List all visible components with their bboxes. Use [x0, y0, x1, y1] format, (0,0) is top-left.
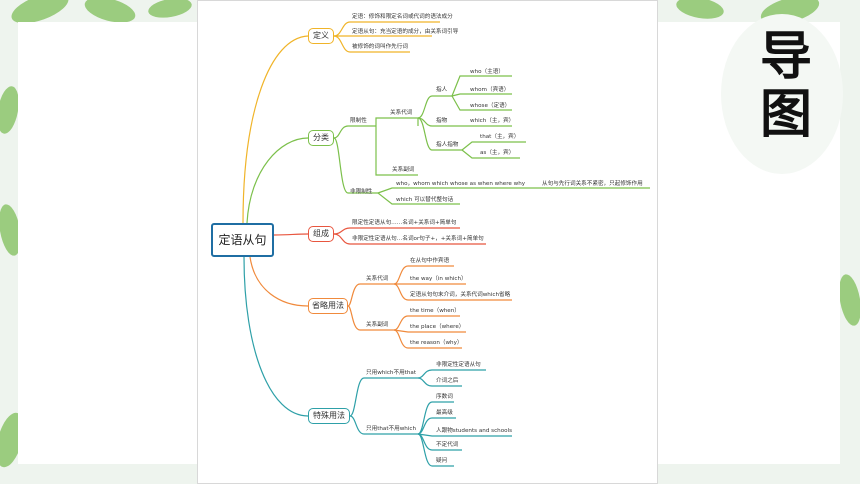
which-only-label: 只用which不用that: [366, 370, 417, 376]
branch-composition: 组成: [308, 226, 334, 242]
who-item: who（主语）: [470, 69, 504, 75]
thing-label: 指物: [436, 118, 448, 124]
leaf-shape: [839, 274, 860, 326]
whose-item: whose（定语）: [470, 103, 511, 109]
omission-adverb-item: the reason（why）: [410, 340, 463, 346]
root-node: 定语从句: [211, 223, 274, 257]
branch-omission: 省略用法: [308, 298, 348, 314]
connector-special: [243, 256, 309, 417]
special-lines: [349, 369, 512, 467]
connector-classification: [246, 137, 309, 224]
omission-pronoun-item: 定语从句句末介词，关系代词which省略: [410, 292, 511, 298]
omission-pronoun-item: 在从句中作宾语: [410, 258, 450, 264]
connector-definition: [242, 35, 309, 224]
restrictive-label: 限制性: [350, 118, 367, 124]
branch-classification: 分类: [308, 130, 334, 146]
connector-composition: [273, 233, 309, 236]
which-only-item: 介词之后: [436, 378, 459, 384]
composition-item: 限定性定语从句……名词+关系词+简单句: [352, 220, 457, 226]
leaf-shape: [148, 0, 192, 18]
nonrestrictive-which: which 可以替代整句话: [396, 197, 454, 203]
rel-adverb-label: 关系副词: [392, 167, 415, 173]
composition-item: 非限定性定语从句…名词or句子+，+关系词+简单句: [352, 236, 484, 242]
nonrestrictive-label: 非限制性: [350, 189, 373, 195]
branch-special: 特殊用法: [308, 408, 350, 424]
definition-lines: [333, 21, 440, 53]
definition-item: 定语：修饰和限定名词或代词的语法成分: [352, 14, 453, 20]
that-only-item: 人跟物students and schools: [436, 428, 513, 434]
nonrestrictive-words: who，whom which whose as when where why: [396, 181, 526, 187]
leaf-shape: [676, 0, 724, 19]
person-thing-label: 指人指物: [436, 142, 459, 148]
leaf-shape: [84, 0, 136, 23]
omission-adverb-label: 关系副词: [366, 322, 389, 328]
definition-item: 定语从句：充当定语的成分，由关系词引导: [352, 29, 459, 35]
omission-pronoun-item: the way（in which）: [410, 276, 467, 282]
leaf-shape: [0, 86, 19, 134]
badge-circle: [721, 14, 843, 174]
omission-adverb-item: the time（when）: [410, 308, 460, 314]
badge-line-2: 图: [759, 85, 812, 145]
rel-pronoun-label: 关系代词: [390, 110, 413, 116]
that-only-item: 序数词: [436, 394, 453, 400]
whom-item: whom（宾语）: [470, 87, 510, 93]
which-only-item: 非限定性定语从句: [436, 362, 481, 368]
as-item: as（主，宾）: [480, 150, 515, 156]
that-only-item: 疑问: [436, 458, 448, 464]
definition-item: 被修饰的词叫作先行词: [352, 44, 408, 50]
that-only-label: 只用that不用which: [366, 426, 417, 432]
connector-omission: [249, 256, 309, 307]
nonrestrictive-note: 从句与先行词关系不紧密，只起修饰作用: [542, 181, 643, 187]
leaf-shape: [0, 412, 24, 468]
omission-adverb-item: the place（where）: [410, 324, 465, 330]
branch-definition: 定义: [308, 28, 334, 44]
badge-line-1: 导: [759, 27, 812, 87]
omission-pronoun-label: 关系代词: [366, 276, 389, 282]
that-only-item: 不定代词: [436, 442, 459, 448]
person-label: 指人: [436, 87, 448, 93]
badge-title: 导 图: [756, 28, 816, 144]
leaf-shape: [0, 204, 21, 256]
classification-lines: [333, 75, 650, 205]
composition-lines: [333, 227, 486, 245]
omission-lines: [347, 265, 512, 349]
leaf-shape: [11, 0, 69, 24]
that-only-item: 最高级: [436, 410, 453, 416]
which-item: which（主，宾）: [470, 118, 515, 124]
that-item: that（主，宾）: [480, 134, 520, 140]
